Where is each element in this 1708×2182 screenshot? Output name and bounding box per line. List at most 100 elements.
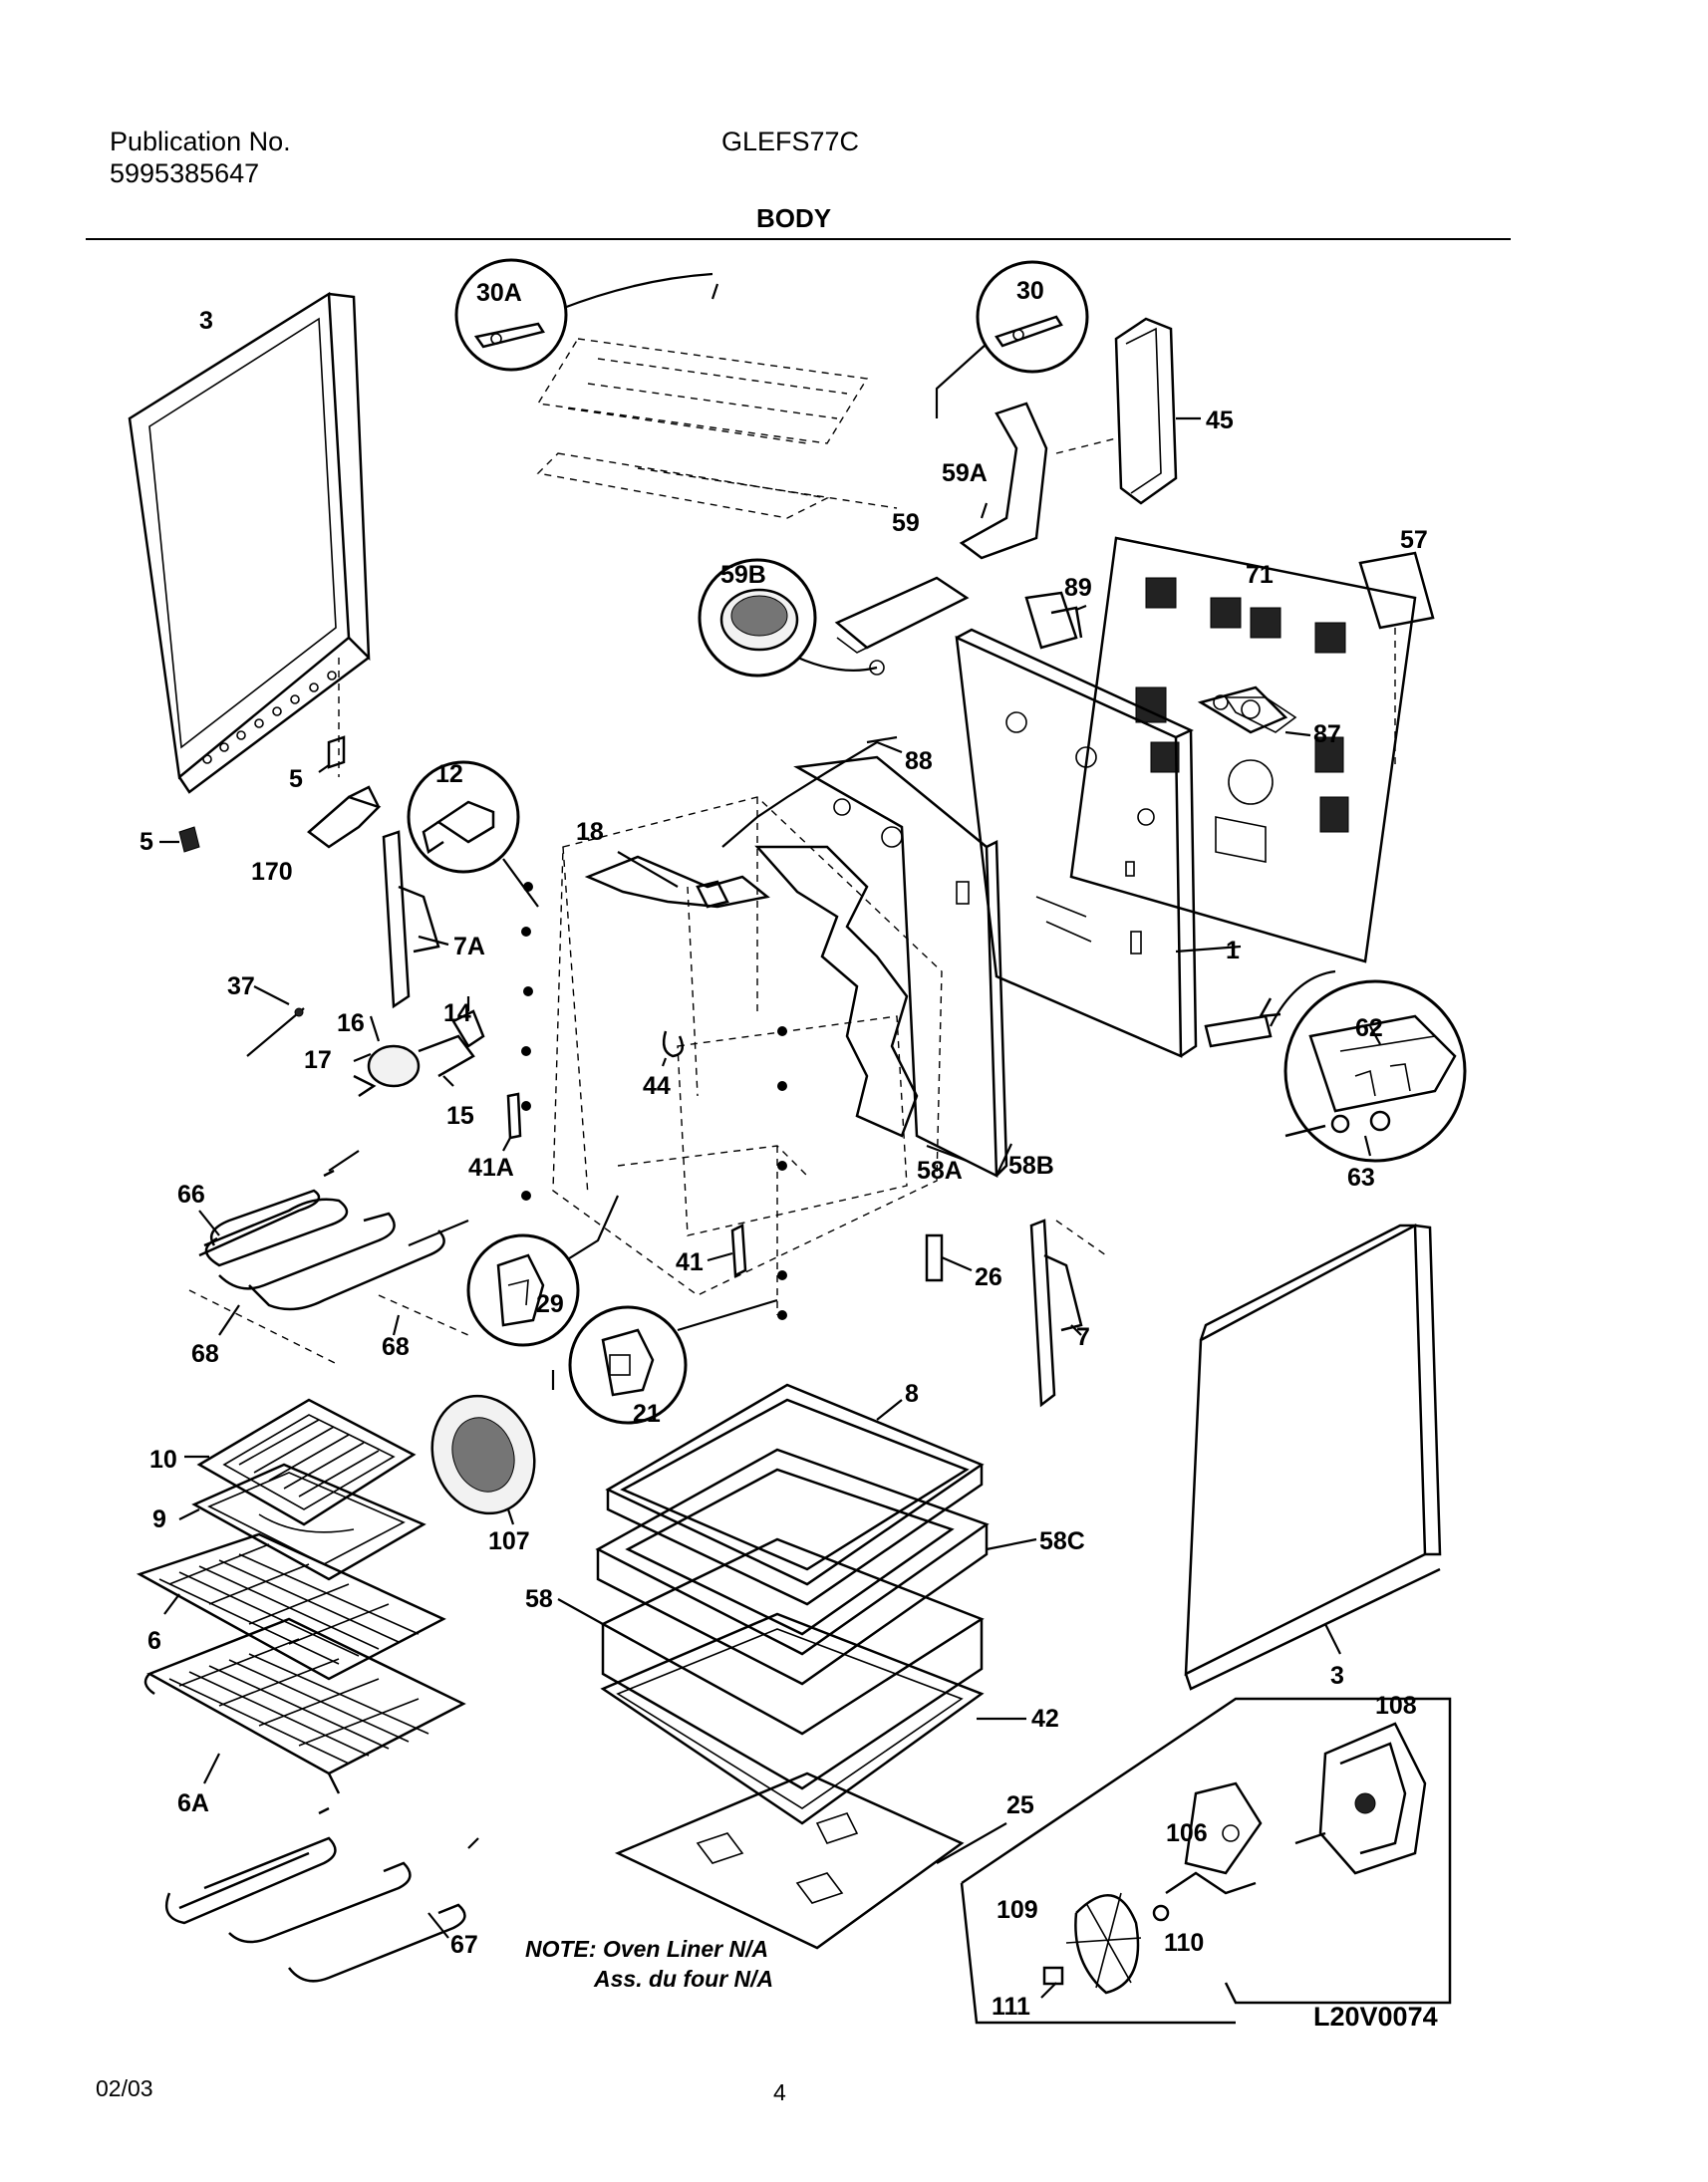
label-29: 29 — [536, 1290, 564, 1318]
label-89: 89 — [1064, 574, 1092, 602]
label-17: 17 — [304, 1046, 332, 1074]
hinge-7a — [382, 830, 449, 1009]
label-12: 12 — [435, 760, 463, 788]
label-66: 66 — [177, 1181, 205, 1209]
model-number: GLEFS77C — [721, 127, 860, 156]
label-67: 67 — [450, 1931, 478, 1959]
label-59: 59 — [892, 509, 920, 537]
publication-label: Publication No. — [110, 127, 291, 156]
label-14: 14 — [443, 999, 471, 1027]
terminal-block-62 — [1204, 969, 1467, 1163]
label-170: 170 — [251, 858, 293, 886]
label-110: 110 — [1164, 1929, 1204, 1957]
label-6: 6 — [147, 1627, 161, 1655]
label-58b: 58B — [1008, 1152, 1054, 1180]
header-rule — [86, 238, 1511, 240]
label-68: 68 — [382, 1333, 410, 1361]
label-108: 108 — [1375, 1692, 1417, 1720]
label-37: 37 — [227, 972, 255, 1000]
label-41: 41 — [676, 1248, 704, 1276]
convection-fan-assembly — [960, 1697, 1452, 2025]
label-7: 7 — [1076, 1323, 1090, 1351]
oven-cavity-outline — [521, 796, 943, 1320]
label-58a: 58A — [917, 1157, 963, 1185]
bracket-41 — [707, 1224, 747, 1277]
label-107: 107 — [488, 1527, 530, 1555]
bracket-41a — [502, 1092, 522, 1152]
element-66 — [198, 1150, 469, 1311]
note-line-2: Ass. du four N/A — [594, 1966, 774, 1992]
label-9: 9 — [152, 1505, 166, 1533]
callout-59b — [698, 558, 885, 678]
broil-pan-9 — [178, 1463, 427, 1581]
callout-21 — [568, 1298, 778, 1425]
label-6a: 6A — [177, 1789, 209, 1817]
label-1: 1 — [1226, 937, 1240, 964]
insulation-58 — [557, 1537, 985, 1790]
bracket-89 — [1024, 591, 1087, 650]
screw-5-lower — [159, 826, 200, 853]
plate-42 — [600, 1612, 1026, 1825]
label-30: 30 — [1016, 277, 1044, 305]
callout-30 — [935, 260, 1089, 418]
vent-duct-59a — [834, 402, 1048, 654]
broil-pan-10 — [184, 1398, 417, 1526]
label-71: 71 — [1246, 561, 1274, 589]
label-8: 8 — [905, 1380, 919, 1408]
label-68: 68 — [191, 1340, 219, 1368]
label-44: 44 — [643, 1072, 671, 1100]
label-21: 21 — [633, 1400, 661, 1428]
label-5: 5 — [140, 828, 153, 856]
fan-cover-107 — [430, 1370, 555, 1525]
footer-date: 02/03 — [96, 2075, 153, 2101]
gasket-frame-58c — [595, 1448, 1037, 1686]
note-line-1: NOTE: Oven Liner N/A — [525, 1936, 769, 1962]
label-45: 45 — [1206, 407, 1234, 434]
label-5: 5 — [289, 765, 303, 793]
publication-number: 5995385647 — [110, 158, 260, 188]
label-26: 26 — [975, 1263, 1002, 1291]
label-15: 15 — [446, 1102, 474, 1130]
bracket-170 — [307, 785, 382, 849]
label-106: 106 — [1166, 1819, 1208, 1847]
element-67 — [164, 1806, 479, 1983]
bottom-panel-25 — [614, 1772, 1007, 1950]
label-3: 3 — [1330, 1662, 1344, 1690]
oven-rack-6 — [136, 1532, 446, 1681]
oven-rack-6a — [143, 1617, 466, 1794]
side-panel-right — [1184, 1223, 1442, 1691]
broil-element-outline — [536, 283, 898, 519]
back-wrapper-1 — [955, 628, 1242, 1058]
gasket-87 — [1197, 685, 1311, 737]
drawing-id: L20V0074 — [1313, 2002, 1438, 2032]
page-number: 4 — [773, 2079, 786, 2105]
label-16: 16 — [337, 1009, 365, 1037]
part-number-labels: 3 30A 30 45 59A 59 57 59B 71 89 87 88 5 … — [140, 277, 1428, 2021]
label-59a: 59A — [942, 459, 988, 487]
label-63: 63 — [1347, 1164, 1375, 1192]
label-30a: 30A — [476, 279, 522, 307]
label-42: 42 — [1031, 1705, 1059, 1733]
insulation-68 — [188, 1289, 469, 1366]
label-58: 58 — [525, 1585, 553, 1613]
side-panel-left — [128, 291, 371, 794]
label-87: 87 — [1313, 720, 1341, 748]
callout-30a — [454, 258, 713, 372]
label-57: 57 — [1400, 526, 1428, 554]
section-title: BODY — [756, 203, 832, 233]
oven-insulation-58b — [754, 755, 1012, 1179]
label-25: 25 — [1006, 1791, 1034, 1819]
wire-37 — [246, 985, 305, 1057]
label-3: 3 — [199, 307, 213, 335]
label-10: 10 — [149, 1446, 177, 1474]
label-109: 109 — [996, 1896, 1038, 1924]
wire-88 — [721, 735, 903, 848]
label-18: 18 — [576, 818, 604, 846]
clip-44 — [661, 1030, 685, 1067]
label-58c: 58C — [1039, 1527, 1085, 1555]
back-panel-71 — [1069, 536, 1417, 963]
callout-29 — [466, 1195, 620, 1347]
oven-bottom-8 — [605, 1383, 985, 1606]
vent-duct-45 — [1055, 317, 1201, 505]
